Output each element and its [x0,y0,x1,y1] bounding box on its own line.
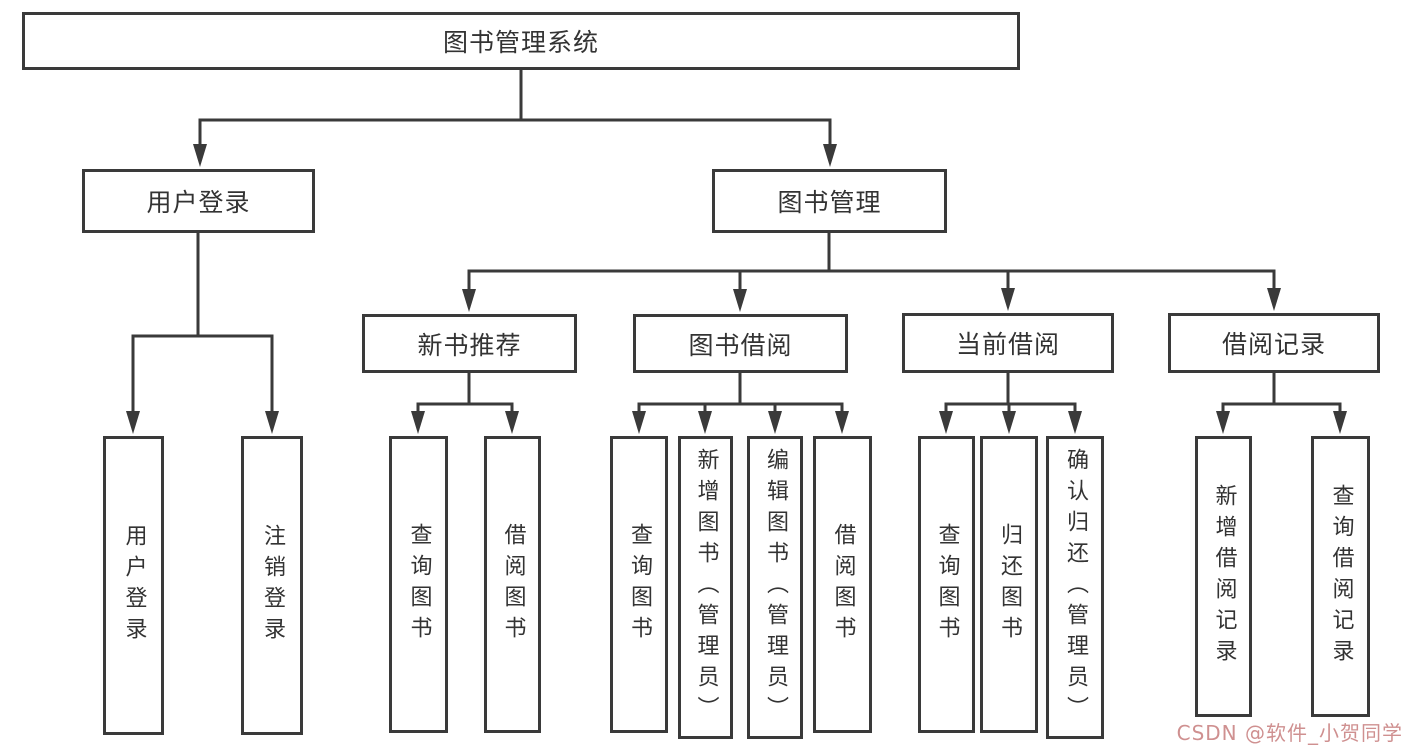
node-label: 用户登录 [121,523,147,648]
node-library-management-system: 图书管理系统 [22,12,1020,70]
node-label: 查询借阅记录 [1328,483,1354,670]
node-label: 当前借阅 [955,330,1060,359]
connector-current-borrow-children [939,371,1082,434]
arrowhead [698,411,712,434]
node-label: 新书推荐 [417,330,522,360]
node-new-book-recommend: 新书推荐 [362,314,577,373]
arrowhead [835,411,849,434]
arrowhead [411,411,425,434]
arrowhead [939,411,953,434]
node-leaf-return-book: 归还图书 [980,436,1038,733]
arrowhead [265,411,279,434]
arrowhead [126,411,140,434]
arrowhead [1216,411,1230,434]
arrowhead [462,289,476,312]
node-label: 图书借阅 [688,330,793,360]
node-label: 编辑图书（管理员） [763,448,788,727]
node-label: 图书管理系统 [442,28,599,57]
node-leaf-logout-login: 注销登录 [241,436,303,735]
arrowhead [1068,411,1082,434]
node-book-management: 图书管理 [712,169,947,233]
node-label: 查询图书 [934,522,960,647]
node-label: 注销登录 [260,523,285,648]
node-leaf-borrow-book-recommend: 借阅图书 [484,436,541,733]
node-label: 借阅记录 [1221,330,1326,359]
node-leaf-add-borrow-record: 新增借阅记录 [1195,436,1252,717]
node-label: 新增图书（管理员） [693,448,719,727]
arrowhead [632,411,646,434]
arrowhead [1001,288,1015,311]
arrowhead [1333,411,1347,434]
arrowhead [733,289,747,312]
node-book-borrow: 图书借阅 [633,314,848,373]
node-current-borrow: 当前借阅 [902,313,1114,373]
node-label: 借阅图书 [830,522,856,647]
node-leaf-edit-book-admin: 编辑图书（管理员） [747,436,803,739]
node-label: 查询图书 [627,522,652,647]
csdn-watermark: CSDN @软件_小贺同学 [1176,721,1403,745]
node-leaf-query-book-recommend: 查询图书 [389,436,448,733]
arrowhead [505,411,519,434]
arrowhead [193,144,207,167]
node-leaf-user-login: 用户登录 [103,436,164,735]
connector-book-management-children [462,231,1281,312]
connector-user-login-children [126,231,279,434]
arrowhead [1002,411,1016,434]
connector-book-borrow-children [632,371,849,434]
arrowhead [768,411,782,434]
node-leaf-borrow-book: 借阅图书 [813,436,872,733]
arrowhead [823,144,837,167]
node-leaf-query-borrow-record: 查询借阅记录 [1311,436,1370,717]
node-label: 用户登录 [146,188,251,217]
node-label: 借阅图书 [500,522,526,647]
node-label: 查询图书 [406,522,432,647]
connector-root-to-level2 [193,68,837,167]
node-user-login: 用户登录 [82,169,315,233]
node-leaf-add-book-admin: 新增图书（管理员） [678,436,733,739]
arrowhead [1267,288,1281,311]
node-label: 归还图书 [997,522,1022,647]
node-label: 新增借阅记录 [1211,483,1237,670]
node-borrow-record: 借阅记录 [1168,313,1380,373]
node-label: 图书管理 [777,188,882,217]
connector-new-book-recommend-children [411,371,519,434]
node-leaf-query-book-borrow: 查询图书 [610,436,668,733]
node-leaf-confirm-return-admin: 确认归还（管理员） [1046,436,1104,739]
node-label: 确认归还（管理员） [1063,448,1088,727]
connector-borrow-record-children [1216,371,1347,434]
node-leaf-query-book-current: 查询图书 [918,436,975,733]
